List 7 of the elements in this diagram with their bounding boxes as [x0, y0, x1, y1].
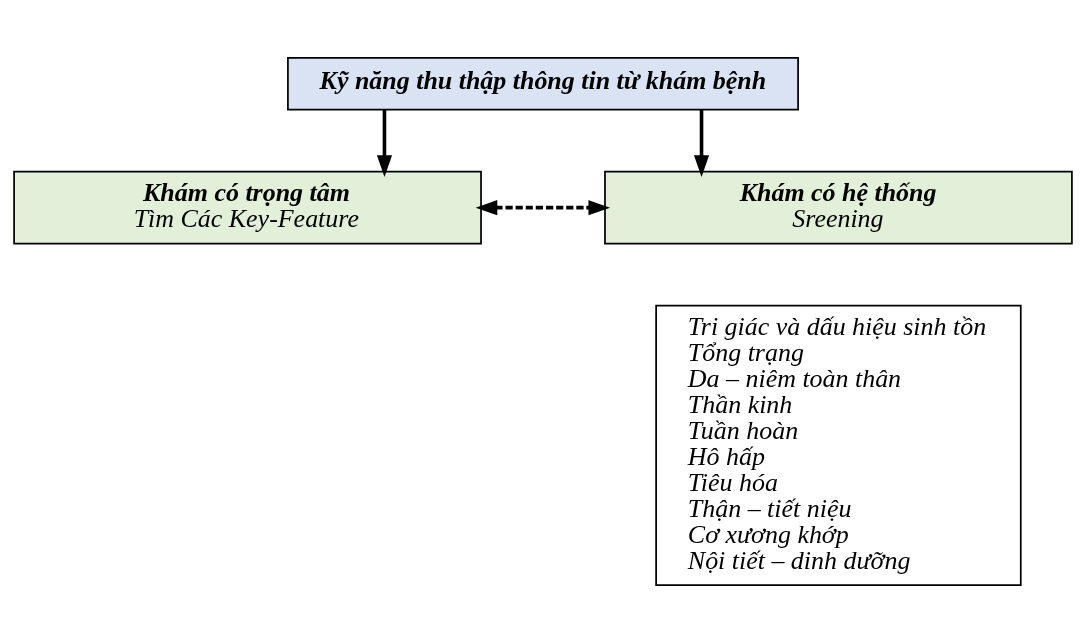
arrow	[475, 200, 611, 216]
arrow	[376, 110, 393, 177]
node-box: Kỹ năng thu thập thông tin từ khám bệnh	[287, 56, 799, 111]
node-box: Khám có trọng tâm Tìm Các Key-Feature	[13, 170, 482, 245]
node-box: Tri giác và dấu hiệu sinh tồn Tổng trạng Da – niêm toàn thân Thần kinh Tuần hoàn Hô hấp Tiêu hóa Thận – tiết niệu Cơ xương khớp Nội tiết – dinh dưỡng	[655, 304, 1022, 587]
arrow	[693, 110, 710, 177]
node-box: Khám có hệ thống Sreening	[604, 170, 1073, 245]
